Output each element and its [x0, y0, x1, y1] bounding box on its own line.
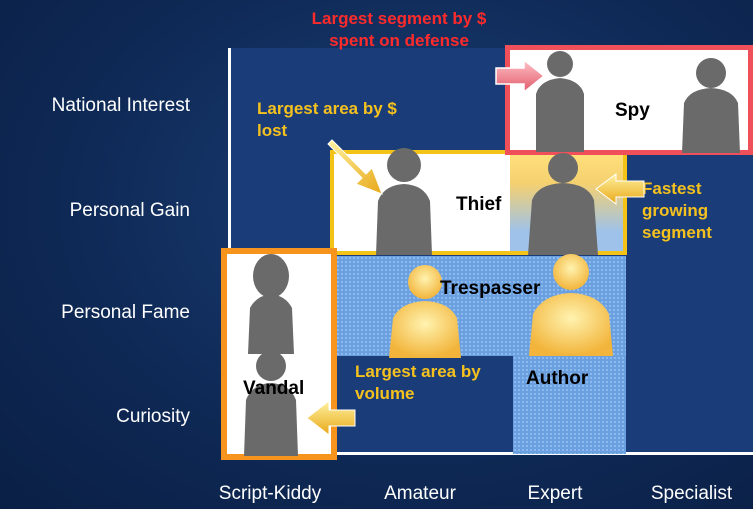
segment-label-trespasser: Trespasser: [440, 278, 541, 299]
callout-lost: Largest area by $ lost: [257, 99, 397, 140]
person-silhouette-icon: [529, 254, 613, 356]
person-silhouette-icon: [682, 58, 740, 153]
x-label-amateur: Amateur: [384, 483, 456, 504]
person-silhouette-icon: [528, 153, 598, 255]
callout-volume: Largest area by volume: [355, 362, 481, 403]
segment-label-author: Author: [526, 368, 589, 389]
y-label-personal-gain: Personal Gain: [69, 200, 190, 221]
person-silhouette-icon: [248, 254, 294, 354]
x-label-specialist: Specialist: [650, 483, 733, 504]
arrow-right-icon: [495, 58, 546, 94]
person-silhouette-icon: [389, 265, 461, 358]
author-region: [513, 356, 626, 454]
arrow-left-icon: [595, 173, 645, 205]
x-label-script-kiddy: Script-Kiddy: [218, 483, 322, 504]
callout-defense: Largest segment by $ spent on defense: [311, 9, 487, 50]
y-label-national-interest: National Interest: [51, 95, 190, 116]
callout-growing: Fastest growing segment: [642, 179, 712, 242]
y-label-curiosity: Curiosity: [116, 406, 190, 427]
arrow-diagonal-icon: [327, 139, 383, 195]
person-silhouette-icon: [376, 148, 432, 255]
segment-label-spy: Spy: [615, 100, 650, 121]
arrow-left-icon: [306, 399, 356, 437]
person-silhouette-icon: [244, 351, 298, 456]
segment-label-vandal: Vandal: [243, 378, 305, 399]
segment-label-thief: Thief: [456, 194, 502, 215]
y-label-personal-fame: Personal Fame: [61, 302, 190, 323]
person-silhouette-icon: [536, 51, 584, 152]
x-label-expert: Expert: [527, 483, 583, 504]
